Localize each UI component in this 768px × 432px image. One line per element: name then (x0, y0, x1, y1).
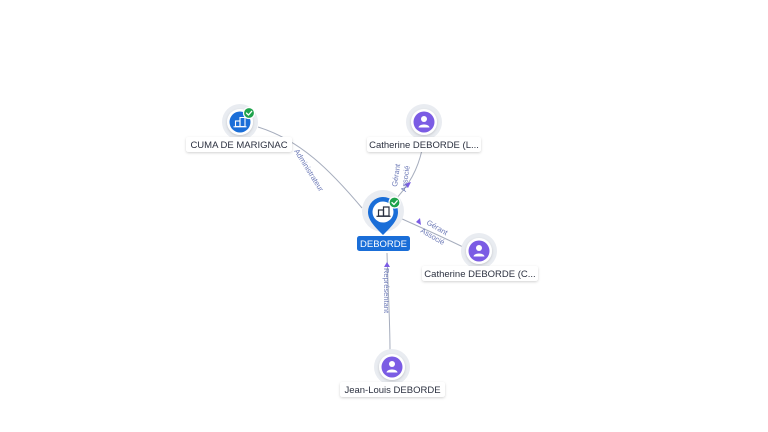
verified-check-icon (388, 196, 401, 209)
node-label: CUMA DE MARIGNAC (190, 140, 287, 151)
node-label: Catherine DEBORDE (C... (424, 269, 535, 280)
node-cuma-de-marignac[interactable]: CUMA DE MARIGNAC (186, 104, 292, 152)
node-label: Jean-Louis DEBORDE (344, 385, 440, 396)
node-jean-louis-deborde[interactable]: Jean-Louis DEBORDE (340, 349, 445, 397)
edge-label-jl: Représentant (382, 268, 391, 314)
company-building-icon (376, 206, 391, 217)
center-node-label: DEBORDE (360, 239, 407, 250)
node-label-box (340, 382, 445, 397)
center-node[interactable]: DEBORDE (357, 190, 410, 251)
node-label-box (367, 137, 481, 152)
edge-cuma[interactable] (257, 126, 363, 209)
edge-cath2[interactable] (399, 217, 466, 249)
edge-label-cath1-b: Associé (399, 165, 412, 192)
center-node-label-box (357, 236, 410, 251)
verified-check-icon (242, 106, 256, 120)
person-icon (473, 245, 485, 257)
edge-labels: Administrateur Gérant Associé Gérant Ass… (292, 147, 450, 314)
node-label-box (186, 137, 292, 152)
arrow-jl (384, 262, 390, 267)
arrow-cath2 (416, 218, 421, 225)
edge-arrows (384, 182, 421, 267)
person-icon (418, 116, 430, 128)
node-catherine-deborde-1[interactable]: Catherine DEBORDE (L... (367, 104, 481, 152)
edge-label-cath1-a: Gérant (390, 162, 402, 187)
arrow-cath1 (404, 182, 411, 188)
node-catherine-deborde-2[interactable]: Catherine DEBORDE (C... (422, 233, 538, 281)
person-icon (386, 361, 398, 373)
node-label: Catherine DEBORDE (L... (369, 140, 479, 151)
node-label-box (422, 266, 538, 281)
